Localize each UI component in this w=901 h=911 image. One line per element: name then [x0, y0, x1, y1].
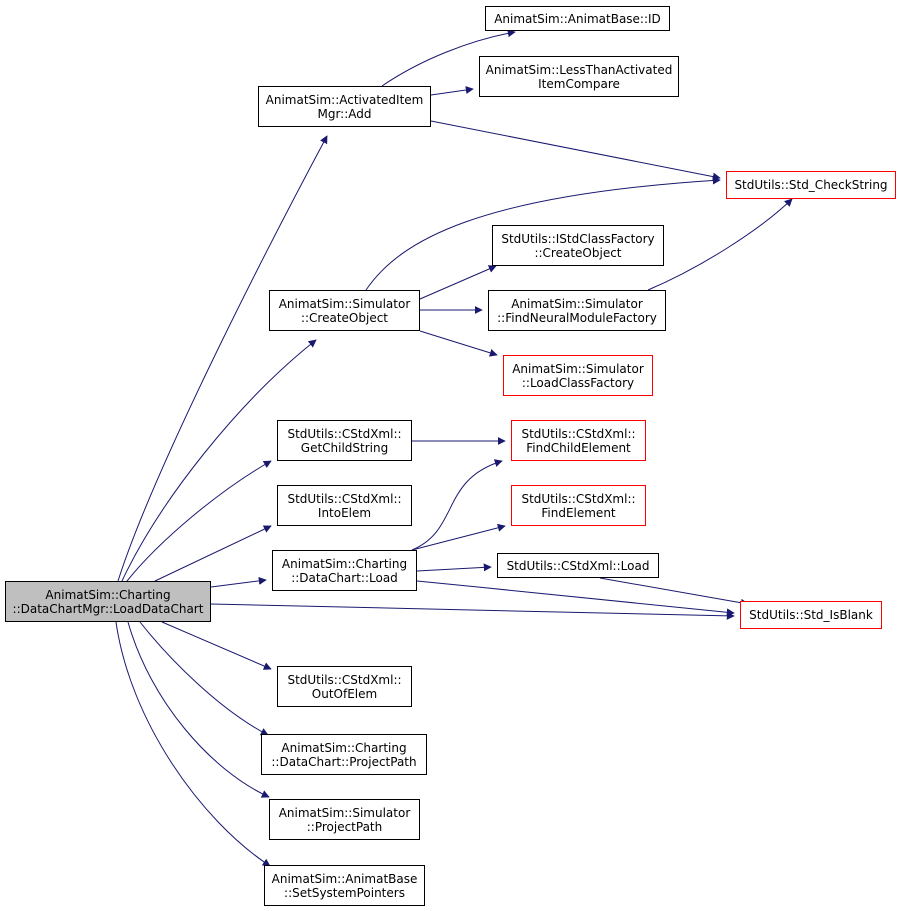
node-animatbase_id[interactable]: AnimatSim::AnimatBase::ID	[485, 6, 670, 31]
node-label-line: StdUtils::IStdClassFactory	[501, 231, 655, 246]
node-label-line: ::SetSystemPointers	[284, 885, 405, 900]
node-findneural[interactable]: AnimatSim::Simulator::FindNeuralModuleFa…	[488, 290, 666, 331]
node-label-line: IntoElem	[317, 505, 372, 520]
node-label-line: FindChildElement	[526, 440, 631, 455]
node-label-line: ::ProjectPath	[306, 819, 383, 834]
node-label-line: AnimatSim::Charting	[281, 556, 408, 571]
node-label-line: AnimatSim::AnimatBase::ID	[494, 11, 661, 26]
node-findchild[interactable]: StdUtils::CStdXml::FindChildElement	[511, 420, 646, 461]
edge-sim_create-to-istd_create	[419, 265, 497, 300]
node-label-line: StdUtils::Std_CheckString	[734, 178, 888, 192]
node-label-line: AnimatSim::AnimatBase	[271, 871, 418, 886]
edge-root-to-getchild	[126, 460, 272, 582]
edge-sim_create-to-checkstring	[365, 176, 721, 291]
edge-activated_add-to-animatbase_id	[381, 29, 516, 87]
node-outofelem[interactable]: StdUtils::CStdXml::OutOfElem	[277, 666, 412, 707]
edge-findneural-to-checkstring	[647, 198, 793, 291]
node-label-line: GetChildString	[300, 440, 389, 455]
node-label-line: AnimatSim::Charting	[45, 587, 171, 602]
node-sim_create[interactable]: AnimatSim::Simulator::CreateObject	[269, 290, 420, 331]
node-label-line: ::FindNeuralModuleFactory	[497, 310, 657, 325]
edge-datachart_load-to-findelement	[411, 523, 506, 551]
node-label-line: FindElement	[541, 505, 616, 520]
node-label-line: AnimatSim::Simulator	[511, 296, 643, 311]
edge-root-to-outofelem	[161, 621, 272, 670]
node-findelement[interactable]: StdUtils::CStdXml::FindElement	[511, 485, 646, 526]
node-cstdxml_load[interactable]: StdUtils::CStdXml::Load	[497, 553, 659, 578]
node-label-line: AnimatSim::ActivatedItem	[265, 92, 424, 107]
node-label-line: ::CreateObject	[534, 245, 622, 260]
node-label-line: ::DataChartMgr::LoadDataChart	[12, 601, 204, 616]
node-label-line: AnimatSim::Simulator	[278, 296, 411, 311]
edge-cstdxml_load-to-isblank	[599, 577, 749, 607]
node-label-line: StdUtils::CStdXml::Load	[506, 558, 650, 573]
edge-datachart_load-to-cstdxml_load	[416, 563, 492, 572]
node-label-line: ::DataChart::Load	[291, 570, 398, 585]
node-label-line: AnimatSim::Simulator	[278, 805, 411, 820]
node-datachart_load[interactable]: AnimatSim::Charting::DataChart::Load	[272, 550, 417, 591]
node-sim_projectpath[interactable]: AnimatSim::Simulator::ProjectPath	[269, 799, 420, 840]
node-label-line: AnimatSim::Simulator	[512, 361, 644, 376]
node-datachart_projectpath[interactable]: AnimatSim::Charting::DataChart::ProjectP…	[261, 734, 427, 775]
node-label-line: ItemCompare	[538, 76, 620, 91]
node-root[interactable]: AnimatSim::Charting::DataChartMgr::LoadD…	[5, 581, 211, 622]
node-label-line: StdUtils::CStdXml::	[287, 491, 402, 506]
edge-root-to-sim_projectpath	[127, 621, 270, 798]
node-istd_create[interactable]: StdUtils::IStdClassFactory::CreateObject	[492, 225, 664, 266]
edge-root-to-activated_add	[117, 135, 328, 582]
node-label-line: StdUtils::CStdXml::	[521, 491, 636, 506]
node-label-line: AnimatSim::LessThanActivated	[485, 62, 673, 77]
node-label-line: Mgr::Add	[317, 106, 372, 121]
node-label-line: StdUtils::Std_IsBlank	[749, 608, 873, 622]
node-getchild[interactable]: StdUtils::CStdXml::GetChildString	[277, 420, 412, 461]
node-loadclass[interactable]: AnimatSim::Simulator::LoadClassFactory	[503, 355, 653, 396]
edge-sim_create-to-loadclass	[419, 330, 498, 357]
node-checkstring[interactable]: StdUtils::Std_CheckString	[726, 171, 896, 199]
edge-root-to-datachart_projectpath	[139, 621, 269, 736]
node-label-line: ::DataChart::ProjectPath	[271, 754, 417, 769]
node-label-line: StdUtils::CStdXml::	[287, 426, 402, 441]
node-label-line: AnimatSim::Charting	[281, 740, 407, 755]
edge-root-to-sim_create	[121, 339, 317, 582]
edge-activated_add-to-checkstring	[430, 120, 721, 181]
node-label-line: ::CreateObject	[300, 310, 389, 325]
edge-root-to-setsystempointers	[115, 621, 271, 867]
node-label-line: OutOfElem	[311, 686, 378, 701]
node-label-line: StdUtils::CStdXml::	[521, 426, 636, 441]
node-intoelem[interactable]: StdUtils::CStdXml::IntoElem	[277, 485, 412, 526]
node-isblank[interactable]: StdUtils::Std_IsBlank	[740, 601, 882, 629]
node-setsystempointers[interactable]: AnimatSim::AnimatBase::SetSystemPointers	[264, 865, 425, 906]
edge-root-to-datachart_load	[210, 576, 267, 588]
edge-root-to-intoelem	[154, 525, 272, 582]
node-label-line: ::LoadClassFactory	[521, 375, 635, 390]
edge-activated_add-to-lessthan	[430, 86, 474, 96]
edge-root-to-isblank	[210, 603, 735, 620]
edge-datachart_load-to-findchild	[411, 459, 503, 551]
edge-datachart_load-to-isblank	[416, 580, 735, 617]
node-label-line: StdUtils::CStdXml::	[287, 672, 402, 687]
